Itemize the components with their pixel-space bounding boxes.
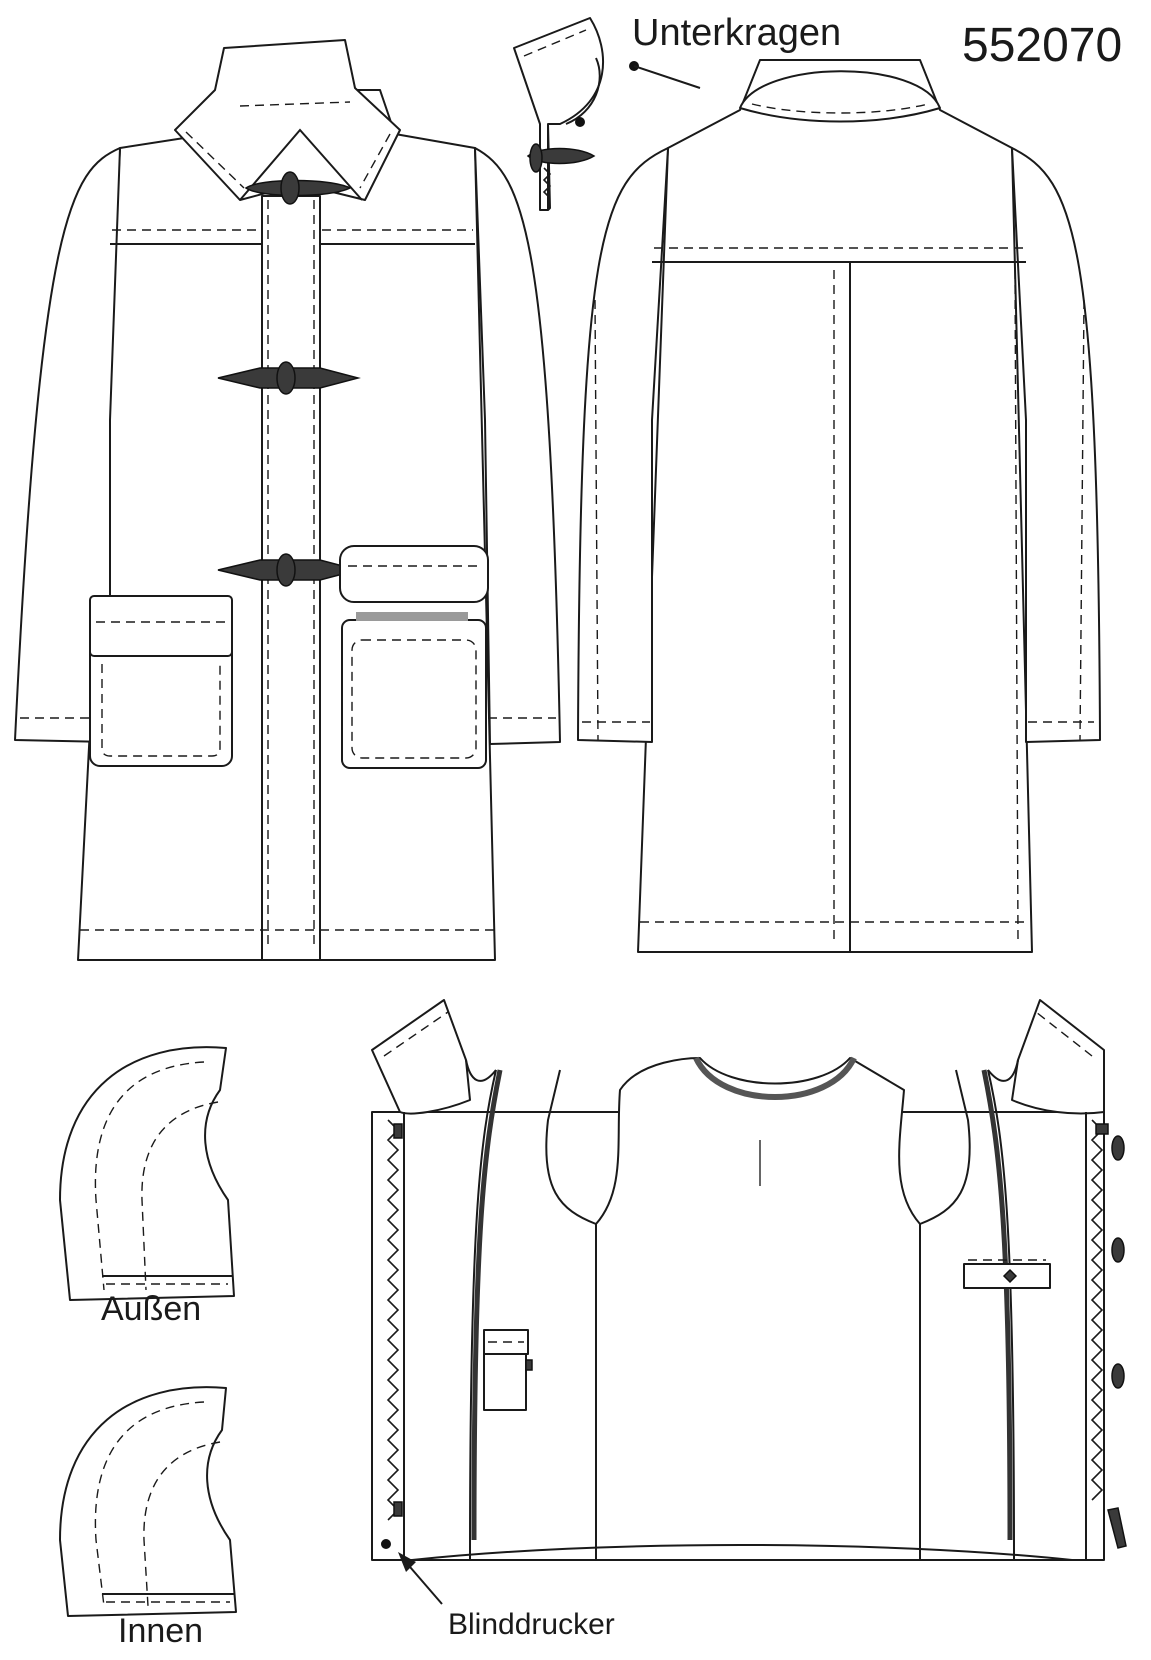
- lining-toggle-2: [1111, 1237, 1125, 1263]
- label-blind-snap: Blinddrucker: [448, 1608, 615, 1641]
- blind-snap-dot: [381, 1539, 391, 1549]
- blind-snap-arrow: [398, 1552, 443, 1605]
- patch-pocket-left: [89, 595, 233, 767]
- lining-toggle-3: [1111, 1363, 1125, 1389]
- label-inner: Innen: [118, 1612, 204, 1650]
- lining-inside-view: [371, 999, 1127, 1561]
- undercollar-detail: [513, 17, 701, 211]
- label-outer: Außen: [101, 1290, 202, 1328]
- toggle-fastener-middle: [217, 361, 361, 395]
- coat-front-view: [14, 39, 561, 961]
- coat-back-view: [577, 59, 1101, 953]
- hood-piece-outer: [59, 1046, 235, 1301]
- small-inner-pocket: [483, 1329, 533, 1411]
- pattern-number: 552070: [962, 19, 1123, 72]
- patch-pocket-right: [339, 545, 489, 769]
- label-undercollar: Unterkragen: [632, 12, 842, 54]
- toggle-fastener-top: [244, 171, 352, 205]
- lining-toggle-1: [1095, 1123, 1125, 1161]
- hood-piece-inner: [59, 1386, 237, 1617]
- welt-pocket: [963, 1259, 1051, 1289]
